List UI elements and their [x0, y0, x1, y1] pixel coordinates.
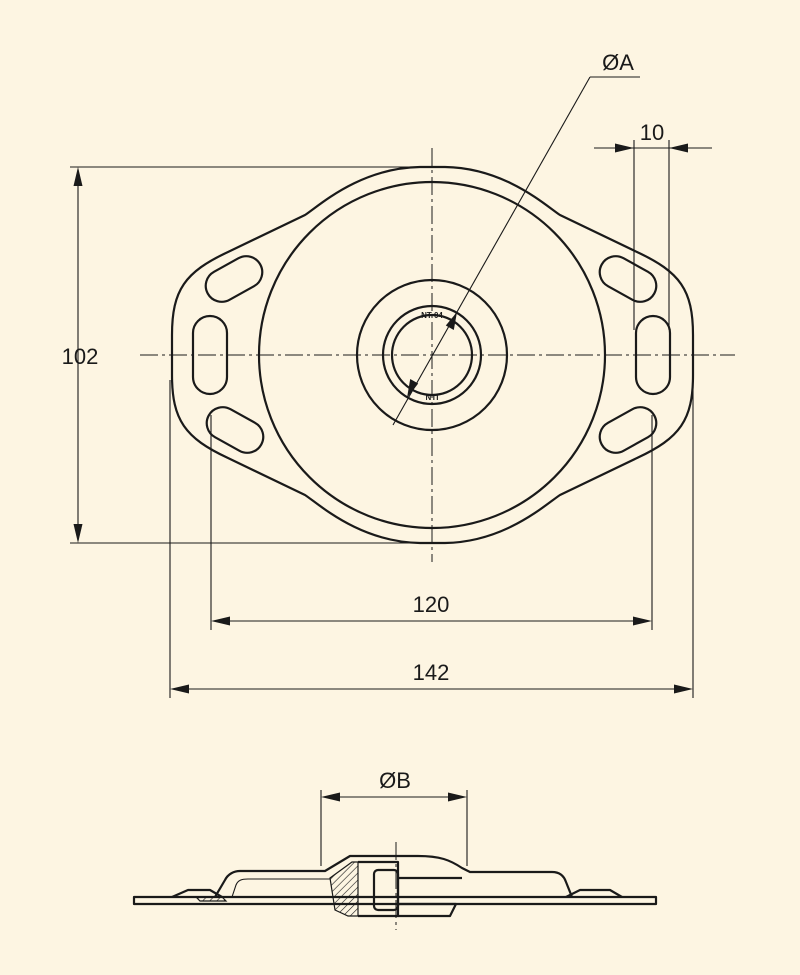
dimensions-side-view: ØB — [320, 768, 468, 866]
side-rubber-body — [214, 854, 574, 898]
side-view — [132, 842, 658, 930]
dimension-diameter-a-label: ØA — [602, 50, 634, 75]
slot-lower-left — [205, 406, 265, 454]
top-view: NT 04 NTI — [140, 148, 735, 562]
side-base-plate — [132, 895, 658, 906]
base-plate-outline — [170, 165, 695, 545]
dimensions-top-view: 102 120 142 10 ØA — [62, 50, 712, 698]
part-mark-top: NT 04 — [421, 311, 443, 320]
dimension-slot-width-label: 10 — [640, 120, 664, 145]
side-insert-hatched — [329, 861, 359, 917]
dimension-height-label: 102 — [62, 344, 99, 369]
dimension-hole-spacing-label: 120 — [413, 592, 450, 617]
dimension-diameter-b-label: ØB — [379, 768, 411, 793]
slot-upper-left — [204, 255, 264, 303]
slot-upper-right — [598, 255, 658, 303]
part-mark-bottom: NTI — [426, 393, 439, 402]
slot-lower-right — [598, 406, 658, 454]
dimension-width-label: 142 — [413, 660, 450, 685]
